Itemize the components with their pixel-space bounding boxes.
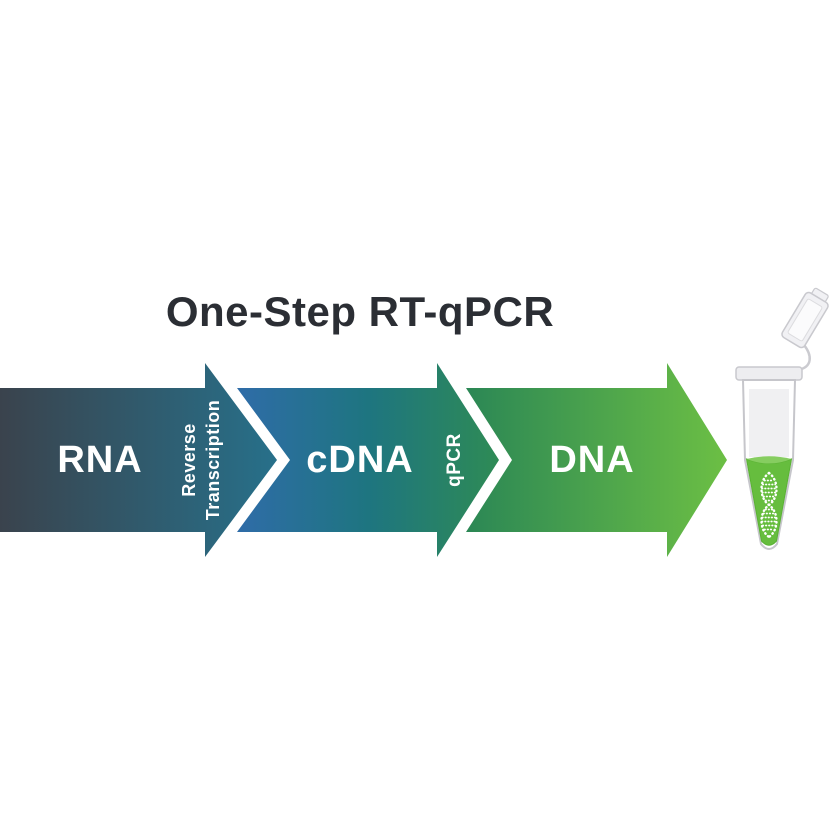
transition-line-1: Reverse	[179, 423, 199, 497]
tube-cap-hinge	[797, 344, 811, 372]
tube-reflection	[749, 389, 789, 457]
stage-label-cdna: cDNA	[306, 439, 414, 481]
arrow-dna	[466, 363, 727, 557]
page-title: One-Step RT-qPCR	[165, 288, 555, 335]
arrow-cdna	[237, 363, 499, 557]
transition-line-2: Transcription	[203, 399, 223, 521]
transition-label-qpcr: qPCR	[444, 433, 465, 487]
transition-label-reverse-transcription: Reverse Transcription	[177, 350, 229, 570]
stage-label-dna: DNA	[549, 439, 635, 481]
tube-cap-open	[781, 287, 829, 349]
process-flow-arrows	[0, 363, 727, 557]
dna-helix-icon	[760, 471, 778, 539]
stage-label-rna: RNA	[57, 439, 143, 481]
pcr-tube-icon	[735, 287, 829, 550]
arrow-rna	[0, 363, 277, 557]
tube-liquid-surface	[746, 456, 792, 464]
tube-rim	[735, 366, 803, 381]
